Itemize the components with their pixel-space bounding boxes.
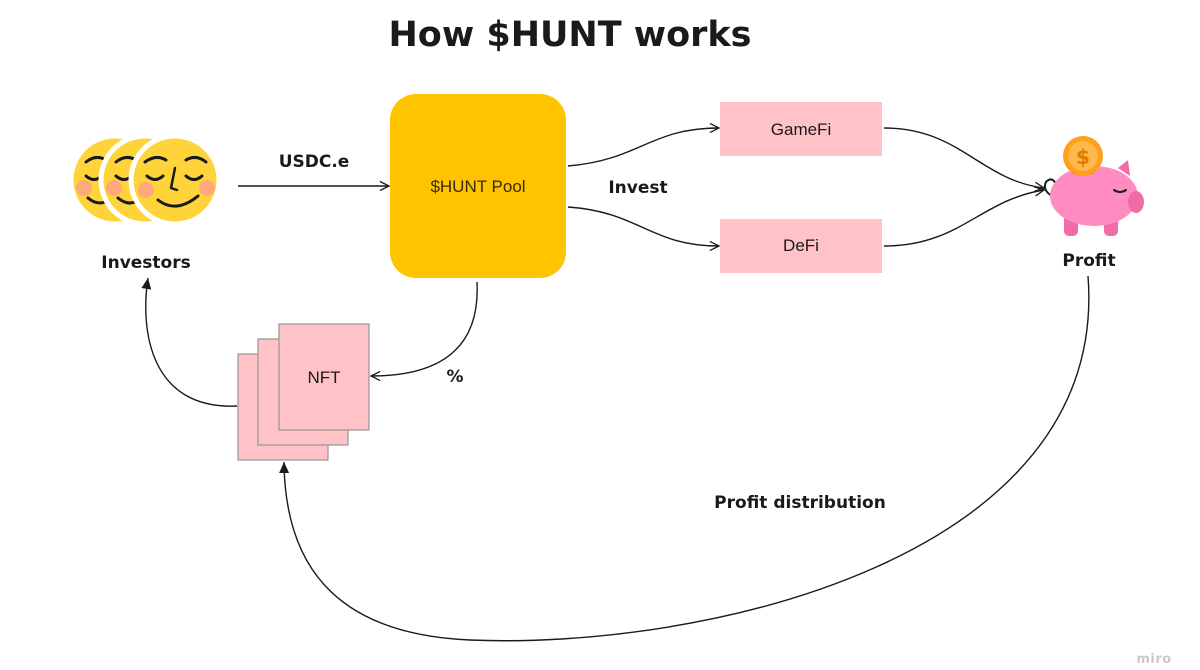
gamefi-node[interactable] (720, 102, 882, 156)
edge-pool-to-gamefi (567, 128, 719, 167)
investors-label: Investors (101, 253, 190, 273)
hunt-pool-node[interactable] (390, 94, 566, 278)
profit-label: Profit (1062, 251, 1115, 271)
edge-label-percent: % (446, 367, 463, 387)
nft-label: NFT (307, 368, 340, 387)
piggy-bank-icon: $ (1043, 136, 1144, 236)
edge-pool-to-nft (371, 281, 478, 376)
gamefi-label: GameFi (771, 120, 831, 139)
nft-stack[interactable] (237, 323, 370, 461)
edge-defi-to-profit (883, 190, 1044, 247)
edge-nft-to-investors (141, 277, 238, 407)
coin-symbol: $ (1076, 145, 1090, 169)
edge-label-usdc: USDC.e (279, 152, 350, 172)
edge-profit-to-nft (279, 275, 1090, 642)
edge-pool-to-defi (567, 206, 719, 246)
smiling-faces-icon (68, 133, 222, 227)
defi-label: DeFi (783, 236, 819, 255)
defi-node[interactable] (720, 219, 882, 273)
page-title: How $HUNT works (388, 15, 751, 55)
hunt-pool-label: $HUNT Pool (430, 177, 525, 196)
edge-label-profit-distribution: Profit distribution (714, 493, 886, 513)
edge-gamefi-to-profit (883, 127, 1044, 188)
miro-watermark: miro (1136, 652, 1171, 667)
edge-label-invest: Invest (608, 178, 667, 198)
